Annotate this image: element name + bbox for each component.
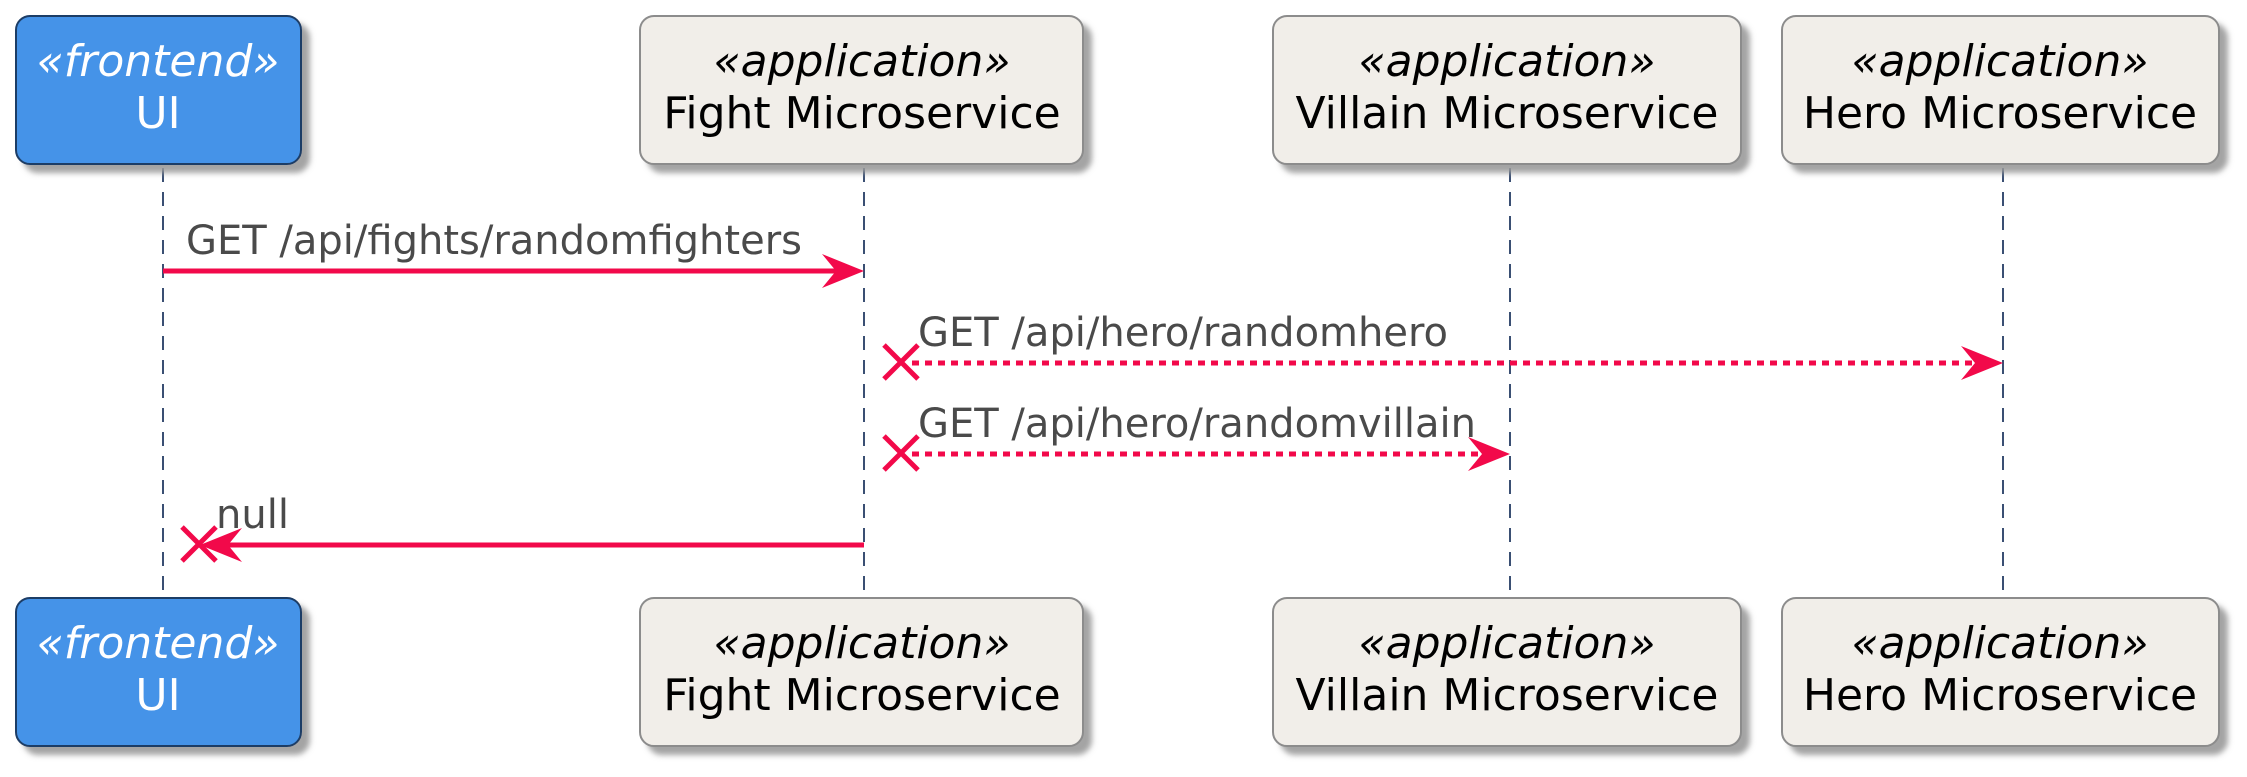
participant-name: Fight Microservice (663, 88, 1060, 139)
participant-name: Hero Microservice (1803, 670, 2197, 721)
participant-name: UI (135, 88, 180, 139)
participant-name: Hero Microservice (1803, 88, 2197, 139)
participant-stereotype: «application» (713, 36, 1010, 87)
lost-message-cross-icon (882, 434, 920, 472)
lost-message-cross-icon (180, 525, 218, 563)
message-get-randomfighters: GET /api/fights/randomfighters (163, 218, 864, 288)
participant-name: UI (135, 670, 180, 721)
participant-stereotype: «frontend» (37, 36, 280, 87)
participant-villain-microservice-top: «application» Villain Microservice (1272, 15, 1742, 165)
participant-stereotype: «application» (1851, 36, 2148, 87)
participant-stereotype: «application» (1851, 618, 2148, 669)
participant-hero-microservice-top: «application» Hero Microservice (1781, 15, 2220, 165)
message-null-response: null (180, 492, 864, 563)
message-get-randomvillain: GET /api/hero/randomvillain (882, 401, 1510, 472)
arrowhead (822, 254, 864, 288)
participant-name: Villain Microservice (1296, 670, 1719, 721)
participant-name: Fight Microservice (663, 670, 1060, 721)
participant-stereotype: «frontend» (37, 618, 280, 669)
message-label: GET /api/fights/randomfighters (186, 218, 802, 264)
participant-name: Villain Microservice (1296, 88, 1719, 139)
message-label: GET /api/hero/randomvillain (918, 401, 1476, 447)
participant-stereotype: «application» (1358, 618, 1655, 669)
participant-fight-microservice-top: «application» Fight Microservice (639, 15, 1084, 165)
arrowhead (200, 528, 242, 562)
participant-ui-bottom: «frontend» UI (15, 597, 302, 747)
arrowhead (1961, 346, 2003, 380)
lost-message-cross-icon (882, 343, 920, 381)
arrowhead (1468, 437, 1510, 471)
message-get-randomhero: GET /api/hero/randomhero (882, 310, 2003, 381)
participant-stereotype: «application» (1358, 36, 1655, 87)
participant-ui-top: «frontend» UI (15, 15, 302, 165)
message-label: null (216, 492, 289, 538)
participant-stereotype: «application» (713, 618, 1010, 669)
participant-hero-microservice-bottom: «application» Hero Microservice (1781, 597, 2220, 747)
message-label: GET /api/hero/randomhero (918, 310, 1448, 356)
participant-villain-microservice-bottom: «application» Villain Microservice (1272, 597, 1742, 747)
participant-fight-microservice-bottom: «application» Fight Microservice (639, 597, 1084, 747)
